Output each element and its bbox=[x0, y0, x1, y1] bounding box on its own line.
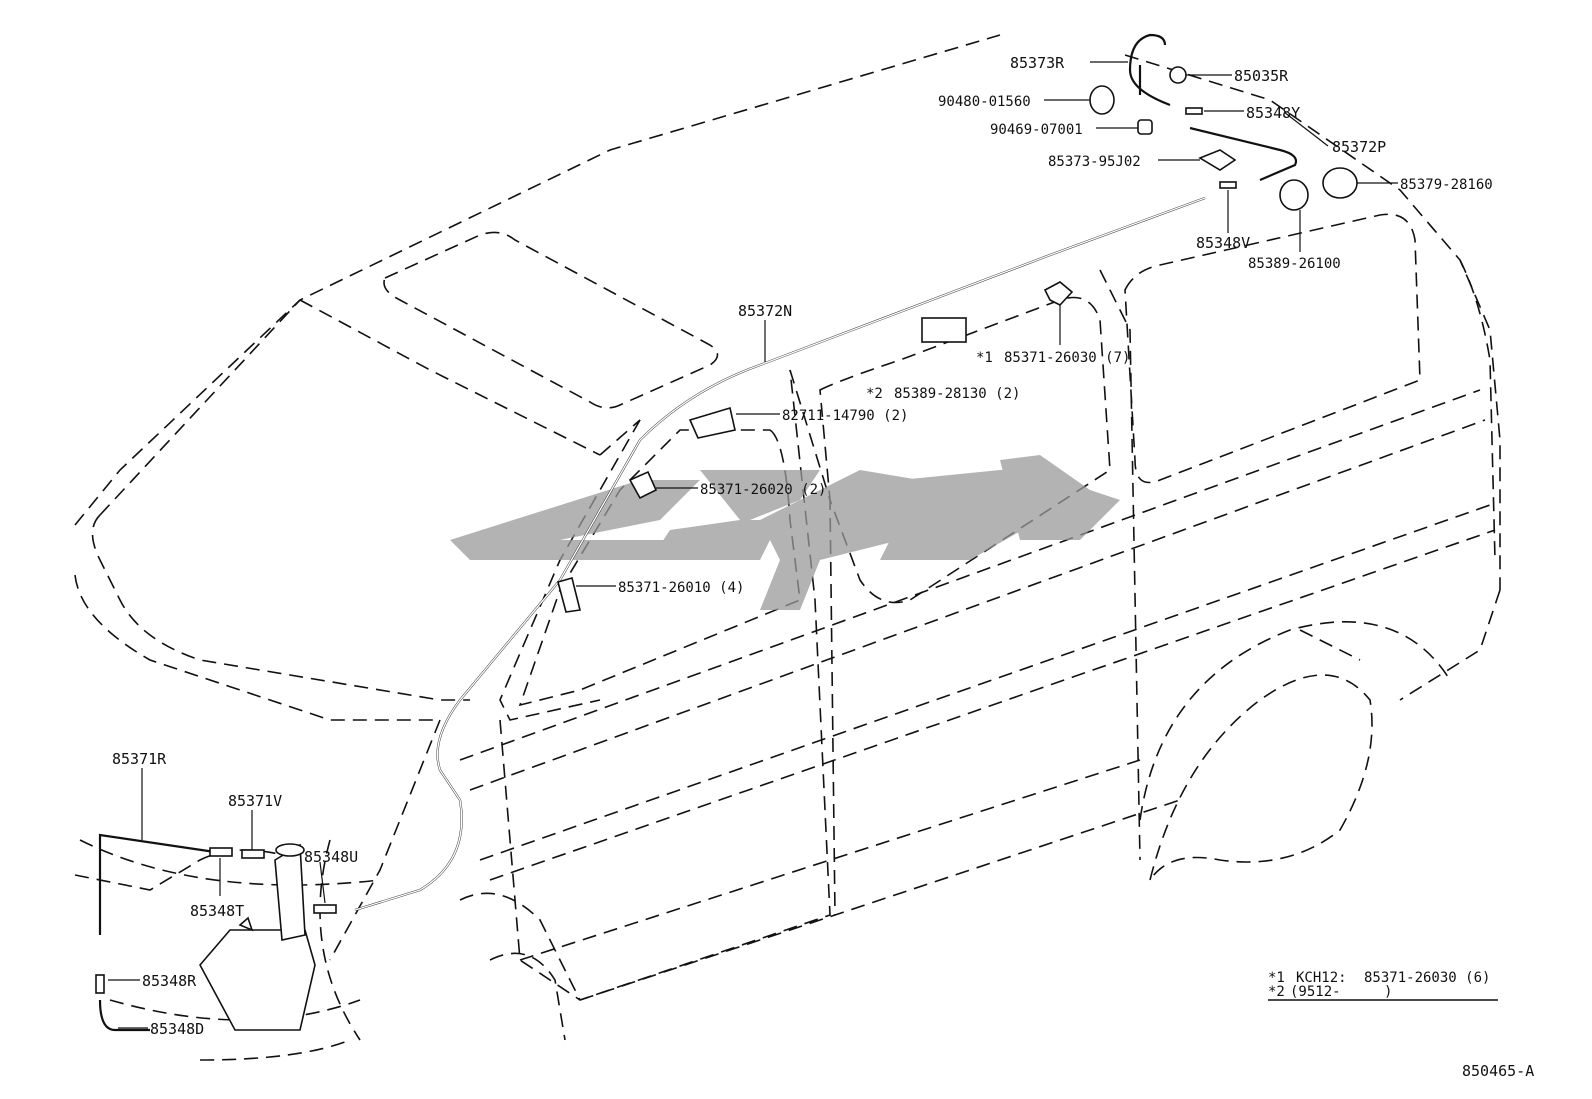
jar-filler-neck-icon bbox=[274, 843, 306, 941]
hose-clamps bbox=[557, 281, 1074, 613]
label-85348D: 85348D bbox=[150, 1020, 204, 1038]
label-85389-28130-mark: *2 bbox=[866, 386, 883, 402]
hose-85371V-icon bbox=[241, 849, 265, 859]
rear-washer-parts bbox=[1089, 33, 1358, 211]
label-85348V: 85348V bbox=[1196, 234, 1250, 252]
label-85372N: 85372N bbox=[738, 302, 792, 320]
watermark bbox=[450, 455, 1120, 610]
label-82711-14790: 82711-14790 (2) bbox=[782, 408, 908, 424]
joint-85348Y-icon bbox=[1185, 107, 1203, 115]
label-85379-28160: 85379-28160 bbox=[1400, 177, 1493, 193]
label-85371V: 85371V bbox=[228, 792, 282, 810]
grommet-85389-28130-icon bbox=[921, 317, 967, 343]
note-1-part: 85371-26030 (6) bbox=[1364, 970, 1490, 986]
joint-85348V-icon bbox=[1219, 181, 1237, 189]
label-85389-26100: 85389-26100 bbox=[1248, 256, 1341, 272]
footnotes: *1 KCH12: 85371-26030 (6) *2 (9512- ) bbox=[1268, 970, 1498, 1001]
label-85373R: 85373R bbox=[1010, 54, 1065, 72]
cap-85379-icon bbox=[1322, 167, 1358, 199]
label-85371-26010: 85371-26010 (4) bbox=[618, 580, 744, 596]
clamp-85371-26020-icon bbox=[628, 470, 658, 500]
diagram-code: 850465-A bbox=[1462, 1062, 1534, 1080]
front-washer-parts bbox=[95, 833, 337, 1032]
note-2-text: (9512- bbox=[1290, 984, 1341, 1000]
grommet-90480-icon bbox=[1089, 85, 1115, 115]
label-85372P: 85372P bbox=[1332, 138, 1386, 156]
joint-85348U-icon bbox=[313, 904, 337, 914]
leader-lines bbox=[108, 61, 1398, 1029]
label-85348R: 85348R bbox=[142, 972, 197, 990]
note-1-mark: *1 bbox=[1268, 970, 1285, 986]
label-85348T: 85348T bbox=[190, 902, 244, 920]
clamp-85371-26030-icon bbox=[1043, 281, 1074, 306]
label-85389-28130: 85389-28130 (2) bbox=[894, 386, 1020, 402]
label-85371-26030: 85371-26030 (7) bbox=[1004, 350, 1130, 366]
note-2-mark: *2 bbox=[1268, 984, 1285, 1000]
label-85371-26030-mark: *1 bbox=[976, 350, 993, 366]
label-90480-01560: 90480-01560 bbox=[938, 94, 1031, 110]
grommet-85389-26100-icon bbox=[1279, 179, 1309, 211]
note-2-close: ) bbox=[1384, 984, 1392, 1000]
joint-85348T-icon bbox=[209, 847, 233, 857]
nozzle-85035R-icon bbox=[1169, 66, 1187, 84]
label-85035R: 85035R bbox=[1234, 67, 1289, 85]
clip-90469-icon bbox=[1137, 119, 1153, 135]
clamp-85371-26010-icon bbox=[557, 577, 581, 613]
bracket-85373-95J02-icon bbox=[1198, 149, 1237, 171]
label-90469-07001: 90469-07001 bbox=[990, 122, 1083, 138]
roof-washer-hose bbox=[354, 196, 1206, 912]
clip-82711-icon bbox=[688, 406, 736, 439]
note-1-code: KCH12: bbox=[1296, 970, 1347, 986]
label-85348U: 85348U bbox=[304, 848, 358, 866]
washer-jar-icon bbox=[199, 929, 316, 1031]
label-85348Y: 85348Y bbox=[1246, 104, 1300, 122]
label-85371-26020: 85371-26020 (2) bbox=[700, 482, 826, 498]
label-85373-95J02: 85373-95J02 bbox=[1048, 154, 1141, 170]
part-labels: 85373R 85035R 90480-01560 85348Y 90469-0… bbox=[112, 54, 1493, 1038]
label-85371R: 85371R bbox=[112, 750, 167, 768]
joint-85348R-icon bbox=[95, 974, 105, 994]
